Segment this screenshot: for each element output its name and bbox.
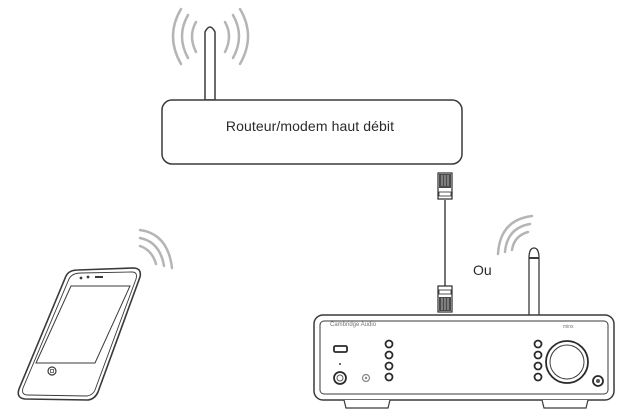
router-antenna-icon [204,26,216,101]
smartphone-icon [17,267,142,401]
router-label: Routeur/modem haut débit [225,118,395,134]
ethernet-plug-bottom-icon [437,285,453,313]
ethernet-cable-icon [437,172,453,313]
ethernet-plug-top-icon [437,172,453,200]
player-antenna-icon [528,247,540,319]
brand-label: Cambridge Audio [330,322,377,328]
audio-player-icon [313,314,615,409]
player-wifi-waves-icon [496,214,534,256]
model-label: minx [563,324,574,330]
phone-wifi-waves-icon [138,228,174,270]
or-label: Ou [473,262,492,278]
router-box [161,99,463,165]
router-wifi-waves-icon [171,7,250,66]
